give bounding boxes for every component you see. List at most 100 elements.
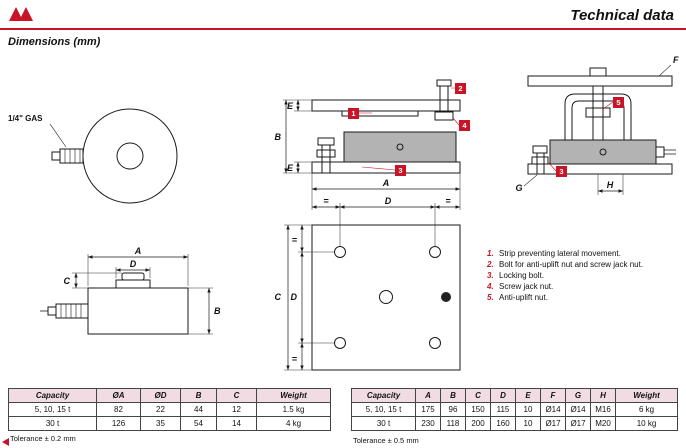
dim-label-A: A xyxy=(382,178,390,188)
cell: 30 t xyxy=(351,416,416,431)
lateral-strip xyxy=(341,110,419,117)
locking-bolt-head xyxy=(532,145,548,154)
callout-1-badge: 1 xyxy=(348,108,359,119)
callout-4-badge: 4 xyxy=(459,120,470,131)
dim-label-E-top: E xyxy=(287,101,294,111)
callout-leaders xyxy=(548,101,614,172)
legend-text: Strip preventing lateral movement. xyxy=(499,249,621,258)
cell: 30 t xyxy=(8,416,97,431)
screw-jack-nut xyxy=(434,111,454,121)
anti-uplift-nut xyxy=(585,107,611,118)
cell: 6 kg xyxy=(615,402,678,417)
cell: 10 xyxy=(515,416,541,431)
callout-3-badge: 3 xyxy=(556,166,567,177)
legend-text: Locking bolt. xyxy=(499,271,544,280)
legend-number: 5. xyxy=(487,293,494,302)
callout-legend: 1. Strip preventing lateral movement. 2.… xyxy=(487,248,685,303)
dim-label-B: B xyxy=(275,132,282,142)
load-button xyxy=(121,272,145,281)
table-row: 5, 10, 15 t 82 22 44 12 1.5 kg xyxy=(8,402,331,417)
header-rule xyxy=(0,28,686,30)
mounting-kit-table-wrap: Capacity A B C D E F G H Weight 5, 10, 1… xyxy=(351,388,678,431)
equal-mark: = xyxy=(445,196,451,206)
center-hole xyxy=(116,142,144,170)
mounting-hole xyxy=(429,246,441,258)
uplift-bracket xyxy=(564,93,632,140)
cell: 12 xyxy=(216,402,257,417)
callout-2-badge: 2 xyxy=(455,83,466,94)
dim-label-C: C xyxy=(275,292,282,302)
load-cell-top-view xyxy=(49,108,178,204)
mounting-kit-side-view xyxy=(283,79,461,247)
cell: 10 xyxy=(515,402,541,417)
callout-leaders xyxy=(359,87,460,171)
center-hole xyxy=(379,290,393,304)
page-corner-mark-icon xyxy=(2,438,9,446)
tolerance-note-right: Tolerance ± 0.5 mm xyxy=(353,436,419,445)
callout-1-number: 1 xyxy=(351,109,355,118)
legend-text: Anti-uplift nut. xyxy=(499,293,548,302)
cell: 35 xyxy=(140,416,181,431)
mounting-hole xyxy=(334,337,346,349)
cell: 175 xyxy=(415,402,441,417)
legend-text: Screw jack nut. xyxy=(499,282,554,291)
column-header: Weight xyxy=(256,388,331,403)
bottom-plate xyxy=(311,161,461,174)
column-header: E xyxy=(515,388,541,403)
cell: 5, 10, 15 t xyxy=(351,402,416,417)
cell: 10 kg xyxy=(615,416,678,431)
dim-label-C: C xyxy=(64,276,71,286)
equal-mark: = xyxy=(292,354,298,364)
legend-text: Bolt for anti-uplift nut and screw jack … xyxy=(499,260,644,269)
callout-3-number: 3 xyxy=(559,167,563,176)
dim-label-H: H xyxy=(607,180,614,190)
dim-label-E-bottom: E xyxy=(287,163,294,173)
top-plate xyxy=(527,75,673,87)
cell: 115 xyxy=(490,402,516,417)
column-header: C xyxy=(216,388,257,403)
section-title: Dimensions (mm) xyxy=(8,36,101,48)
cell: 14 xyxy=(216,416,257,431)
dim-label-D: D xyxy=(130,259,137,269)
cell: Ø17 xyxy=(540,416,566,431)
dim-label-D: D xyxy=(385,196,392,206)
page-title: Technical data xyxy=(570,7,674,24)
column-header: H xyxy=(590,388,616,403)
legend-item: 2. Bolt for anti-uplift nut and screw ja… xyxy=(487,259,685,270)
callout-3-badge: 3 xyxy=(395,165,406,176)
cell: Ø14 xyxy=(565,402,591,417)
plate-outline xyxy=(311,224,461,371)
legend-number: 3. xyxy=(487,271,494,280)
cell: 230 xyxy=(415,416,441,431)
brand-logo-icon xyxy=(9,7,33,21)
mounting-kit-dimensions-table: Capacity A B C D E F G H Weight 5, 10, 1… xyxy=(351,388,678,431)
cell: 200 xyxy=(465,416,491,431)
callout-5-badge: 5 xyxy=(613,97,624,108)
filled-hole xyxy=(441,292,451,302)
column-header: D xyxy=(490,388,516,403)
legend-number: 2. xyxy=(487,260,494,269)
tolerance-note-left: Tolerance ± 0.2 mm xyxy=(10,434,76,443)
cell: 4 kg xyxy=(256,416,331,431)
equal-mark: = xyxy=(292,235,298,245)
table-row: 30 t 126 35 54 14 4 kg xyxy=(8,416,331,431)
dim-label-G: G xyxy=(515,183,522,193)
legend-item: 1. Strip preventing lateral movement. xyxy=(487,248,685,259)
legend-item: 4. Screw jack nut. xyxy=(487,281,685,292)
legend-number: 4. xyxy=(487,282,494,291)
cell: 118 xyxy=(440,416,466,431)
extension-lines xyxy=(284,224,334,371)
table-header-row: Capacity ØA ØD B C Weight xyxy=(8,388,331,403)
cell: 44 xyxy=(180,402,217,417)
dim-label-B: B xyxy=(214,306,221,316)
mounting-hole xyxy=(334,246,346,258)
cell: Ø17 xyxy=(565,416,591,431)
load-cell-side-view xyxy=(40,254,213,335)
brand-logo xyxy=(8,6,38,27)
dim-label-F: F xyxy=(673,55,679,65)
cell-body xyxy=(87,287,189,335)
cell: 160 xyxy=(490,416,516,431)
callout-4-number: 4 xyxy=(462,121,467,130)
